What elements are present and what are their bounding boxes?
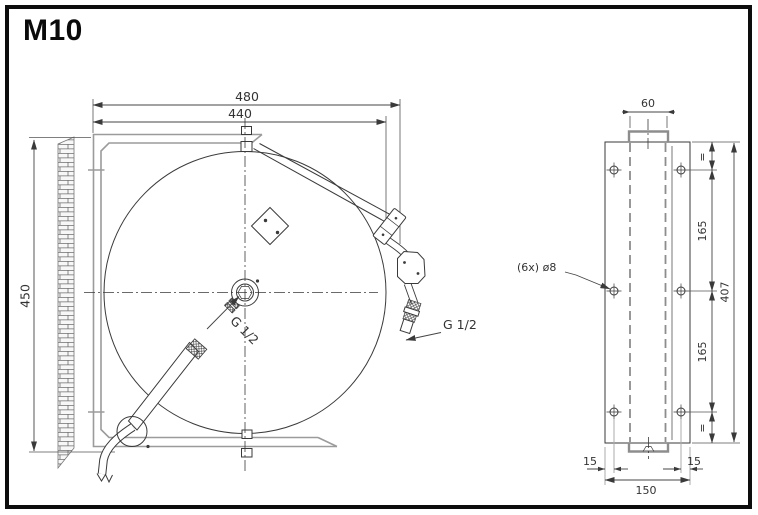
dim-equal-top: = <box>696 152 709 161</box>
page-border <box>5 5 752 509</box>
outlet-thread-fitting <box>399 299 422 335</box>
axle-bolts <box>240 126 253 458</box>
hose-guide-ring <box>116 416 148 447</box>
dim-edge-right: 15 <box>687 455 701 468</box>
center-swivel: G 1/2 <box>206 278 262 348</box>
dim-plate-height: 407 <box>719 282 732 303</box>
dim-spacing-lower: 165 <box>696 342 709 363</box>
side-bottom-dimensions: 15 15 150 <box>583 419 703 497</box>
front-view: 480 440 450 <box>18 89 477 484</box>
side-view: (6x) ø8 60 <box>517 97 740 497</box>
outlet-hose-assembly: G 1/2 <box>372 208 477 341</box>
holes-note: (6x) ø8 <box>517 261 556 274</box>
hose-clamp <box>372 208 407 245</box>
hose-valve <box>397 250 426 284</box>
hose-break-line <box>96 473 113 484</box>
dim-channel-width-group: 60 <box>622 97 675 128</box>
dim-edge-left: 15 <box>583 455 597 468</box>
nozzle-cap <box>185 338 208 360</box>
inlet-fitting <box>223 297 240 314</box>
channel-profile <box>627 119 673 459</box>
mounting-holes <box>606 162 689 420</box>
mounting-frame <box>88 133 338 448</box>
dim-overall-height: 450 <box>18 284 33 308</box>
outlet-leader <box>405 332 442 341</box>
side-height-dimensions: = 165 165 = 407 <box>688 141 740 444</box>
dim-channel-width: 60 <box>641 97 655 110</box>
wall-hatch <box>57 136 75 470</box>
dim-equal-bottom: = <box>696 423 709 432</box>
outlet-thread-label: G 1/2 <box>443 317 477 332</box>
model-title: M10 <box>23 14 83 47</box>
mounting-plate <box>604 141 691 444</box>
nozzle-and-hose <box>96 338 208 484</box>
nozzle-tube <box>127 341 200 431</box>
dim-plate-width: 150 <box>636 484 657 497</box>
swing-arm <box>253 143 397 226</box>
dim-reel-diameter: 440 <box>228 106 252 121</box>
dim-overall-width: 480 <box>235 89 259 104</box>
centerlines <box>84 118 378 471</box>
holes-callout: (6x) ø8 <box>517 261 611 290</box>
front-dimensions: 480 440 450 <box>18 89 401 453</box>
dim-spacing-upper: 165 <box>696 221 709 242</box>
nameplate <box>250 206 290 246</box>
inlet-leader <box>206 296 240 330</box>
